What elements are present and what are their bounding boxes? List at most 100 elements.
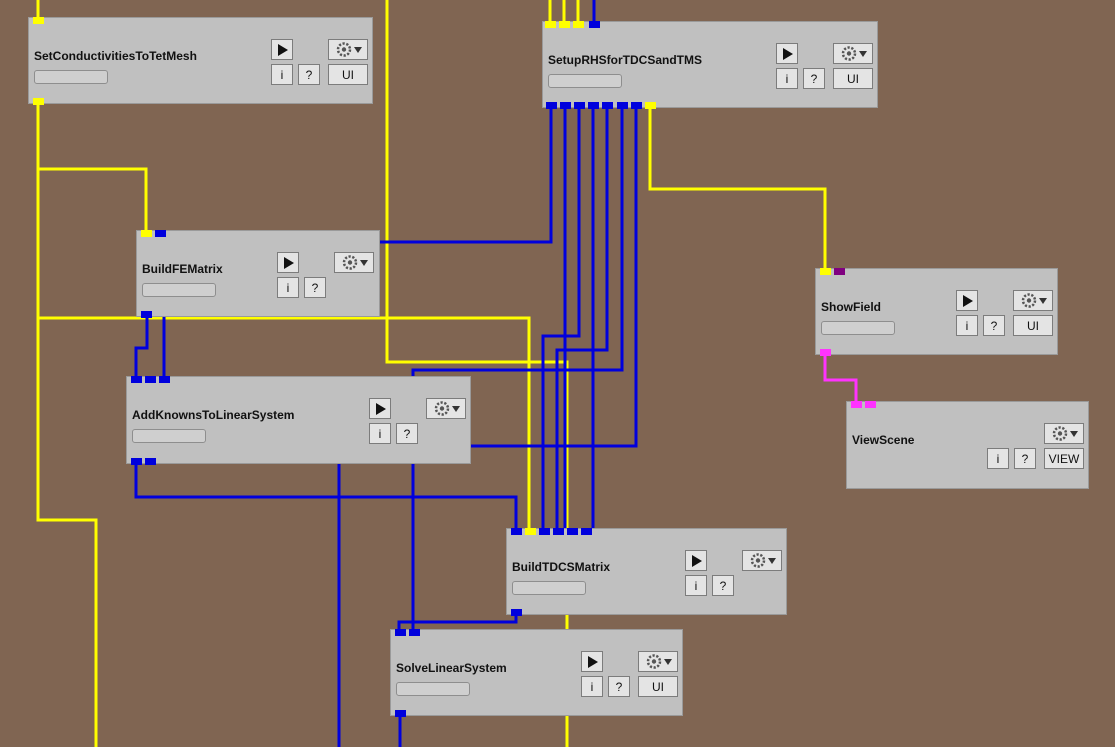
module-solve-linear-system[interactable]: SolveLinearSystem i ? UI [390, 629, 683, 716]
output-port[interactable] [602, 102, 613, 109]
output-port[interactable] [131, 458, 142, 465]
gear-dropdown-icon [434, 401, 460, 416]
run-button[interactable] [277, 252, 299, 273]
gear-dropdown-icon [1021, 293, 1047, 308]
output-port[interactable] [820, 349, 831, 356]
help-button[interactable]: ? [803, 68, 825, 89]
gear-dropdown-icon [646, 654, 672, 669]
output-port[interactable] [631, 102, 642, 109]
progress-bar [132, 429, 206, 443]
settings-button[interactable] [638, 651, 678, 672]
settings-button[interactable] [1013, 290, 1053, 311]
info-button[interactable]: i [369, 423, 391, 444]
input-port[interactable] [559, 21, 570, 28]
output-port[interactable] [141, 311, 152, 318]
input-port[interactable] [539, 528, 550, 535]
help-button[interactable]: ? [396, 423, 418, 444]
input-port[interactable] [820, 268, 831, 275]
gear-dropdown-icon [342, 255, 368, 270]
output-port[interactable] [617, 102, 628, 109]
play-triangle-icon [278, 43, 288, 56]
settings-button[interactable] [426, 398, 466, 419]
output-port[interactable] [395, 710, 406, 717]
gear-dropdown-icon [336, 42, 362, 57]
info-button[interactable]: i [776, 68, 798, 89]
ui-button[interactable]: UI [638, 676, 678, 697]
ui-button[interactable]: UI [328, 64, 368, 85]
ui-button[interactable]: UI [833, 68, 873, 89]
info-button[interactable]: i [581, 676, 603, 697]
help-button[interactable]: ? [304, 277, 326, 298]
input-port[interactable] [581, 528, 592, 535]
input-port[interactable] [145, 376, 156, 383]
settings-button[interactable] [328, 39, 368, 60]
info-button[interactable]: i [271, 64, 293, 85]
output-port[interactable] [574, 102, 585, 109]
input-port[interactable] [511, 528, 522, 535]
output-port[interactable] [511, 609, 522, 616]
info-button[interactable]: i [685, 575, 707, 596]
help-button[interactable]: ? [298, 64, 320, 85]
input-port[interactable] [573, 21, 584, 28]
settings-button[interactable] [334, 252, 374, 273]
input-port[interactable] [545, 21, 556, 28]
play-triangle-icon [963, 294, 973, 307]
help-button[interactable]: ? [983, 315, 1005, 336]
module-title: ViewScene [852, 433, 915, 447]
module-add-knowns[interactable]: AddKnownsToLinearSystem i ? [126, 376, 471, 464]
module-title: SetConductivitiesToTetMesh [34, 49, 197, 63]
wire-yellow [648, 107, 827, 271]
output-port[interactable] [546, 102, 557, 109]
input-port[interactable] [409, 629, 420, 636]
input-port[interactable] [159, 376, 170, 383]
settings-button[interactable] [833, 43, 873, 64]
module-title: BuildTDCSMatrix [512, 560, 611, 574]
output-port[interactable] [33, 98, 44, 105]
input-port[interactable] [395, 629, 406, 636]
input-port[interactable] [589, 21, 600, 28]
run-button[interactable] [369, 398, 391, 419]
module-build-fe-matrix[interactable]: BuildFEMatrix i ? [136, 230, 380, 317]
wire-blue [411, 107, 624, 632]
run-button[interactable] [956, 290, 978, 311]
info-button[interactable]: i [956, 315, 978, 336]
input-port[interactable] [865, 401, 876, 408]
wire-blue [541, 107, 581, 531]
settings-button[interactable] [742, 550, 782, 571]
input-port[interactable] [141, 230, 152, 237]
input-port[interactable] [131, 376, 142, 383]
input-port[interactable] [834, 268, 845, 275]
help-button[interactable]: ? [712, 575, 734, 596]
info-button[interactable]: i [987, 448, 1009, 469]
info-button[interactable]: i [277, 277, 299, 298]
input-port[interactable] [525, 528, 536, 535]
ui-button[interactable]: UI [1013, 315, 1053, 336]
run-button[interactable] [776, 43, 798, 64]
wire-yellow [36, 103, 98, 747]
output-port[interactable] [645, 102, 656, 109]
input-port[interactable] [33, 17, 44, 24]
help-button[interactable]: ? [608, 676, 630, 697]
module-title: AddKnownsToLinearSystem [132, 408, 295, 422]
run-button[interactable] [685, 550, 707, 571]
run-button[interactable] [581, 651, 603, 672]
module-view-scene[interactable]: ViewScene i ? VIEW [846, 401, 1089, 489]
input-port[interactable] [155, 230, 166, 237]
module-show-field[interactable]: ShowField i ? UI [815, 268, 1058, 355]
input-port[interactable] [851, 401, 862, 408]
output-port[interactable] [560, 102, 571, 109]
module-set-conductivities[interactable]: SetConductivitiesToTetMesh i ? UI [28, 17, 373, 104]
output-port[interactable] [588, 102, 599, 109]
help-button[interactable]: ? [1014, 448, 1036, 469]
module-setup-rhs[interactable]: SetupRHSforTDCSandTMS i ? UI [542, 21, 878, 108]
settings-button[interactable] [1044, 423, 1084, 444]
input-port[interactable] [567, 528, 578, 535]
run-button[interactable] [271, 39, 293, 60]
input-port[interactable] [553, 528, 564, 535]
output-port[interactable] [145, 458, 156, 465]
gear-dropdown-icon [841, 46, 867, 61]
play-triangle-icon [692, 554, 702, 567]
view-button[interactable]: VIEW [1044, 448, 1084, 469]
module-build-tdcs-matrix[interactable]: BuildTDCSMatrix i ? [506, 528, 787, 615]
